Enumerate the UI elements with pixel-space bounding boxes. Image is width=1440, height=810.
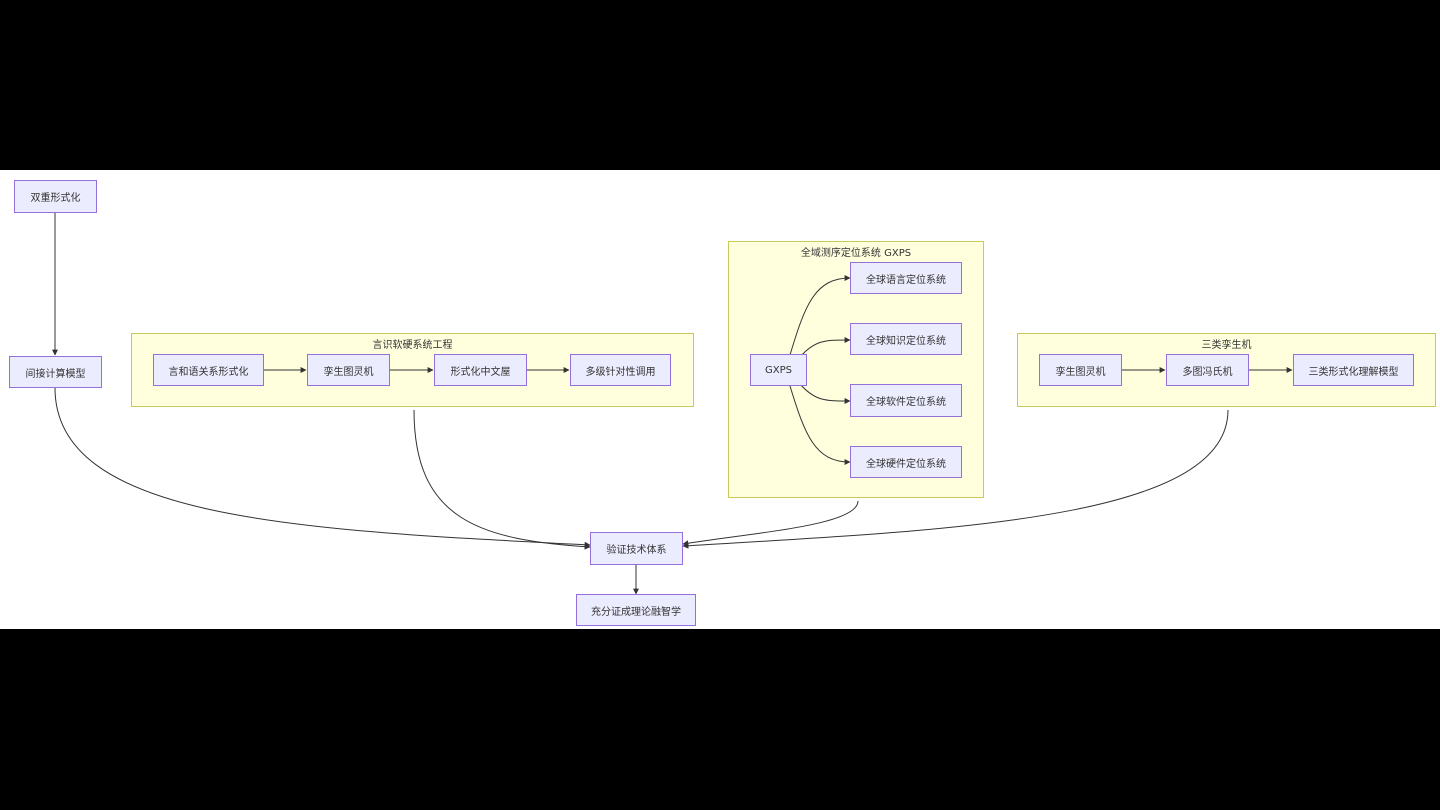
edge-sanlei-yanzheng <box>682 409 1229 549</box>
node-shuangchong: 双重形式化 <box>14 180 97 213</box>
node-quanqiu-yuyan: 全球语言定位系统 <box>850 262 962 294</box>
edge-gxps-yanzheng <box>682 500 859 547</box>
edge-gxps-yingjian <box>789 385 851 465</box>
edge-yanshi-yanzheng <box>413 409 591 550</box>
edge-jianjie-yanzheng <box>54 387 591 548</box>
node-jianjie: 间接计算模型 <box>9 356 102 388</box>
cluster-sanlei-title: 三类孪生机 <box>1201 340 1252 351</box>
edge-gxps-zhishi <box>799 337 851 358</box>
node-quanqiu-ruanjian: 全球软件定位系统 <box>850 384 962 417</box>
diagram-edges <box>52 213 1293 595</box>
node-duoji: 多级针对性调用 <box>570 354 671 386</box>
cluster-yanshi-title: 言识软硬系统工程 <box>372 340 453 351</box>
node-yanzheng: 验证技术体系 <box>590 532 683 565</box>
node-yanhe: 言和语关系形式化 <box>153 354 264 386</box>
edge-gxps-yuyan <box>789 275 851 356</box>
cluster-gxps-title: 全域测序定位系统 GXPS <box>800 248 912 259</box>
node-xingshihua: 形式化中文屋 <box>434 354 527 386</box>
node-quanqiu-yingjian: 全球硬件定位系统 <box>850 446 962 478</box>
node-luansheng1: 孪生图灵机 <box>307 354 390 386</box>
node-sanlei-model: 三类形式化理解模型 <box>1293 354 1414 386</box>
node-duotu: 多图冯氏机 <box>1166 354 1249 386</box>
node-chongfen: 充分证成理论融智学 <box>576 594 696 626</box>
edge-gxps-ruanjian <box>799 383 851 404</box>
diagram-canvas: 言识软硬系统工程 全域测序定位系统 GXPS 三类孪生机 双重形式化 间接计算模… <box>0 170 1440 629</box>
node-gxps: GXPS <box>750 354 807 386</box>
node-luansheng2: 孪生图灵机 <box>1039 354 1122 386</box>
node-quanqiu-zhishi: 全球知识定位系统 <box>850 323 962 355</box>
